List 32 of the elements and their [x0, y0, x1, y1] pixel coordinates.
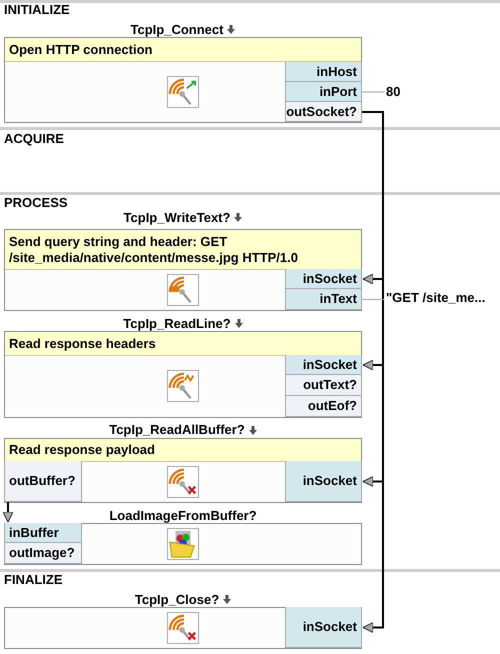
- block-comment: Open HTTP connection: [5, 38, 361, 62]
- port-cell: outImage?: [4, 543, 82, 564]
- block-name: TcpIp_Connect: [130, 20, 224, 39]
- port-cell: outText?: [285, 375, 362, 396]
- section-heading: ACQUIRE: [4, 132, 64, 146]
- port-cell: inBuffer: [4, 523, 82, 543]
- port-cell: outBuffer?: [4, 461, 82, 502]
- port-cell: inSocket: [285, 355, 362, 375]
- parameter-value: 80: [386, 83, 400, 102]
- section-heading: PROCESS: [4, 196, 68, 210]
- port-cell: inSocket: [285, 461, 362, 502]
- block-name: LoadImageFromBuffer?: [109, 506, 257, 525]
- block-comment: Send query string and header: GET /site_media/native/content/messe.jpg HTTP/1.0: [5, 230, 361, 270]
- section-heading: FINALIZE: [4, 573, 62, 587]
- section-heading: INITIALIZE: [4, 3, 70, 17]
- port-cell: outSocket?: [285, 102, 362, 122]
- block-name: TcpIp_WriteText?: [124, 208, 230, 227]
- block-comment: Read response payload: [5, 439, 361, 462]
- port-cell: inSocket: [285, 269, 362, 289]
- parameter-value: "GET /site_me...: [386, 289, 486, 308]
- block-name: TcpIp_ReadLine?: [123, 314, 231, 333]
- port-cell: inHost: [285, 62, 362, 82]
- port-cell: inPort: [285, 82, 362, 102]
- arrow: [2, 502, 14, 522]
- port-cell: inSocket: [285, 607, 362, 648]
- port-cell: outEof?: [285, 396, 362, 417]
- block-name: TcpIp_ReadAllBuffer?: [109, 421, 245, 440]
- block-name: TcpIp_Close?: [134, 590, 220, 609]
- connector-line: [362, 299, 384, 300]
- arrow: [362, 111, 384, 633]
- port-cell: inText: [285, 289, 362, 310]
- block-comment: Read response headers: [5, 332, 361, 356]
